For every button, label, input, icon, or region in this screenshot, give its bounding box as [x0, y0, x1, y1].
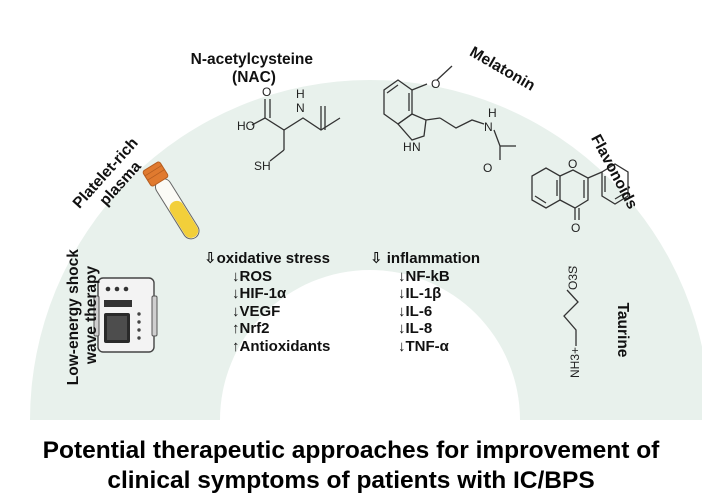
shockwave-device-icon — [93, 277, 158, 353]
list-item: ↓TNF-α — [398, 337, 449, 355]
list-item: ↓VEGF — [232, 302, 281, 320]
melatonin-o2-text: O — [483, 161, 492, 175]
flavonoids-o2-text: O — [571, 221, 580, 235]
list-item: ↓ROS — [232, 267, 273, 285]
taurine-nh3-text: NH3+ — [568, 347, 582, 378]
shockwave-label: Low-energy shock wave therapy — [65, 245, 100, 385]
taurine-label: Taurine — [614, 303, 631, 358]
melatonin-label: Melatonin — [467, 44, 538, 95]
caption-line-1: Potential therapeutic approaches for imp… — [42, 437, 660, 464]
list-item: ↓IL-6 — [398, 302, 433, 320]
blood-tube-icon — [142, 161, 200, 240]
oxidative-stress-list: ⇩oxidative stress ↓ROS ↓HIF-1α ↓VEGF ↑Nr… — [204, 250, 330, 355]
melatonin-o1-text: O — [431, 77, 440, 91]
list-item: ↓HIF-1α — [232, 285, 287, 302]
nac-n-text: N — [296, 101, 305, 115]
list-item: ↓NF-kB — [398, 267, 450, 285]
nac-ho-text: HO — [237, 119, 255, 133]
nac-o-text: O — [262, 85, 271, 99]
inflammation-heading: ⇩ inflammation — [370, 250, 481, 267]
melatonin-n2-text: N — [484, 120, 493, 134]
list-item: ↑Antioxidants — [232, 337, 331, 355]
figure-caption: Potential therapeutic approaches for imp… — [0, 436, 702, 496]
flavonoids-structure-icon — [531, 163, 629, 220]
list-item: ↑Nrf2 — [232, 320, 270, 337]
oxidative-stress-heading: ⇩oxidative stress — [204, 250, 330, 267]
nac-sh-text: SH — [254, 159, 271, 173]
taurine-o3s-text: O3S — [566, 266, 580, 290]
melatonin-n1-text: N — [412, 140, 421, 154]
melatonin-h2-text: H — [488, 106, 497, 120]
taurine-structure-icon — [563, 289, 579, 346]
approach-arc-band — [30, 80, 702, 420]
list-item: ↓IL-1β — [398, 285, 442, 302]
melatonin-h1-text: H — [403, 140, 412, 154]
list-item: ↓IL-8 — [398, 320, 433, 337]
nac-structure-icon — [251, 99, 341, 162]
flavonoids-o1-text: O — [568, 157, 577, 171]
nac-nh-text: H — [296, 87, 305, 101]
taurine-charge-text: - — [568, 259, 572, 273]
caption-line-2: clinical symptoms of patients with IC/BP… — [107, 467, 595, 494]
inflammation-list: ⇩ inflammation ↓NF-kB ↓IL-1β ↓IL-6 ↓IL-8… — [370, 250, 480, 355]
melatonin-structure-icon — [383, 65, 516, 160]
nac-label: N-acetylcysteine (NAC) — [191, 51, 318, 86]
